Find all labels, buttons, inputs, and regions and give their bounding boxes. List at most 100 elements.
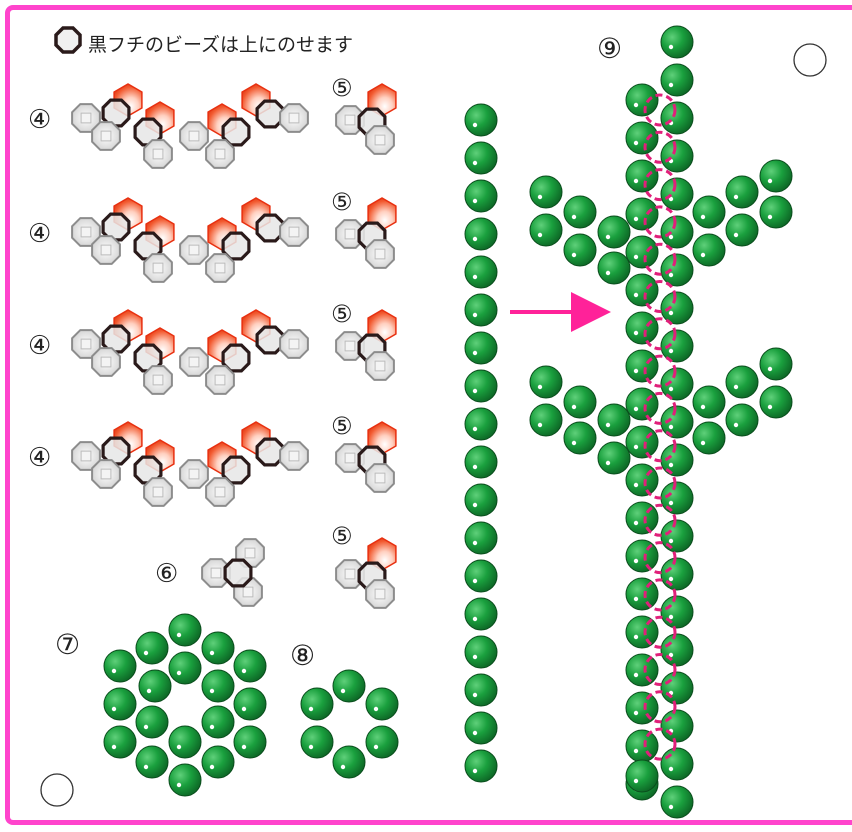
bead-highlight bbox=[701, 405, 705, 409]
bead-highlight bbox=[606, 235, 610, 239]
bead-highlight bbox=[634, 673, 638, 677]
top-bead-outline bbox=[257, 101, 283, 127]
green-bead bbox=[626, 122, 658, 154]
green-bead bbox=[465, 256, 497, 288]
green-bead bbox=[626, 160, 658, 192]
green-bead bbox=[626, 654, 658, 686]
green-bead bbox=[202, 746, 234, 778]
bead-highlight bbox=[701, 253, 705, 257]
bead-highlight bbox=[242, 745, 246, 749]
bead-highlight bbox=[669, 577, 673, 581]
green-bead bbox=[465, 522, 497, 554]
bead-highlight bbox=[634, 711, 638, 715]
bead-highlight bbox=[669, 539, 673, 543]
bead-facet bbox=[245, 548, 255, 558]
green-bead bbox=[661, 140, 693, 172]
bead-facet bbox=[189, 131, 199, 141]
bead-highlight bbox=[634, 255, 638, 259]
green-bead bbox=[465, 446, 497, 478]
green-bead bbox=[626, 426, 658, 458]
green-bead bbox=[760, 196, 792, 228]
bead-highlight bbox=[144, 765, 148, 769]
bead-highlight bbox=[634, 103, 638, 107]
bead-facet bbox=[81, 113, 91, 123]
bead-highlight bbox=[572, 405, 576, 409]
green-bead bbox=[661, 520, 693, 552]
bead-highlight bbox=[309, 745, 313, 749]
bead-facet bbox=[243, 587, 253, 597]
bead-highlight bbox=[572, 253, 576, 257]
green-bead bbox=[465, 370, 497, 402]
green-bead bbox=[530, 214, 562, 246]
step-label-5: ⑤ bbox=[331, 74, 353, 102]
top-bead-outline bbox=[257, 215, 283, 241]
bead-highlight bbox=[374, 745, 378, 749]
bead-highlight bbox=[768, 405, 772, 409]
top-bead-outline bbox=[257, 439, 283, 465]
bead-facet bbox=[153, 375, 163, 385]
green-bead bbox=[465, 142, 497, 174]
green-bead bbox=[626, 760, 658, 792]
bead-highlight bbox=[473, 313, 477, 317]
bead-facet bbox=[81, 451, 91, 461]
green-bead bbox=[169, 726, 201, 758]
bead-facet bbox=[375, 589, 385, 599]
bead-highlight bbox=[634, 559, 638, 563]
green-bead bbox=[202, 632, 234, 664]
bead-highlight bbox=[572, 441, 576, 445]
bead-highlight bbox=[473, 503, 477, 507]
bead-facet bbox=[215, 487, 225, 497]
green-bead bbox=[693, 196, 725, 228]
step-label-4: ④ bbox=[28, 105, 51, 135]
green-bead bbox=[465, 636, 497, 668]
green-bead bbox=[661, 254, 693, 286]
green-bead bbox=[234, 726, 266, 758]
bead-highlight bbox=[177, 671, 181, 675]
green-bead bbox=[726, 214, 758, 246]
green-bead bbox=[465, 104, 497, 136]
green-bead bbox=[661, 786, 693, 818]
green-bead bbox=[465, 674, 497, 706]
bead-highlight bbox=[768, 367, 772, 371]
bead-highlight bbox=[538, 195, 542, 199]
bead-highlight bbox=[734, 423, 738, 427]
bead-highlight bbox=[634, 635, 638, 639]
bead-facet bbox=[345, 569, 355, 579]
bead-highlight bbox=[669, 767, 673, 771]
top-bead-outline bbox=[257, 327, 283, 353]
bead-highlight bbox=[669, 501, 673, 505]
bead-highlight bbox=[144, 725, 148, 729]
green-bead bbox=[661, 26, 693, 58]
bead-facet bbox=[345, 341, 355, 351]
bead-highlight bbox=[669, 45, 673, 49]
bead-highlight bbox=[606, 271, 610, 275]
green-bead bbox=[333, 746, 365, 778]
bead-highlight bbox=[669, 615, 673, 619]
green-bead bbox=[465, 180, 497, 212]
green-bead bbox=[465, 484, 497, 516]
bead-highlight bbox=[473, 389, 477, 393]
green-bead bbox=[726, 176, 758, 208]
bead-highlight bbox=[112, 669, 116, 673]
bead-facet bbox=[215, 375, 225, 385]
bead-highlight bbox=[669, 425, 673, 429]
bead-highlight bbox=[473, 617, 477, 621]
green-bead bbox=[760, 386, 792, 418]
green-bead bbox=[661, 102, 693, 134]
green-bead bbox=[564, 386, 596, 418]
bead-facet bbox=[153, 487, 163, 497]
bead-facet bbox=[375, 473, 385, 483]
green-bead bbox=[626, 388, 658, 420]
green-bead bbox=[465, 598, 497, 630]
green-bead bbox=[726, 366, 758, 398]
green-bead bbox=[626, 350, 658, 382]
green-bead bbox=[530, 366, 562, 398]
step-label-4: ④ bbox=[28, 219, 51, 249]
green-bead bbox=[104, 650, 136, 682]
bead-facet bbox=[215, 149, 225, 159]
bead-highlight bbox=[210, 651, 214, 655]
bead-highlight bbox=[572, 215, 576, 219]
bead-highlight bbox=[634, 521, 638, 525]
green-bead bbox=[598, 442, 630, 474]
